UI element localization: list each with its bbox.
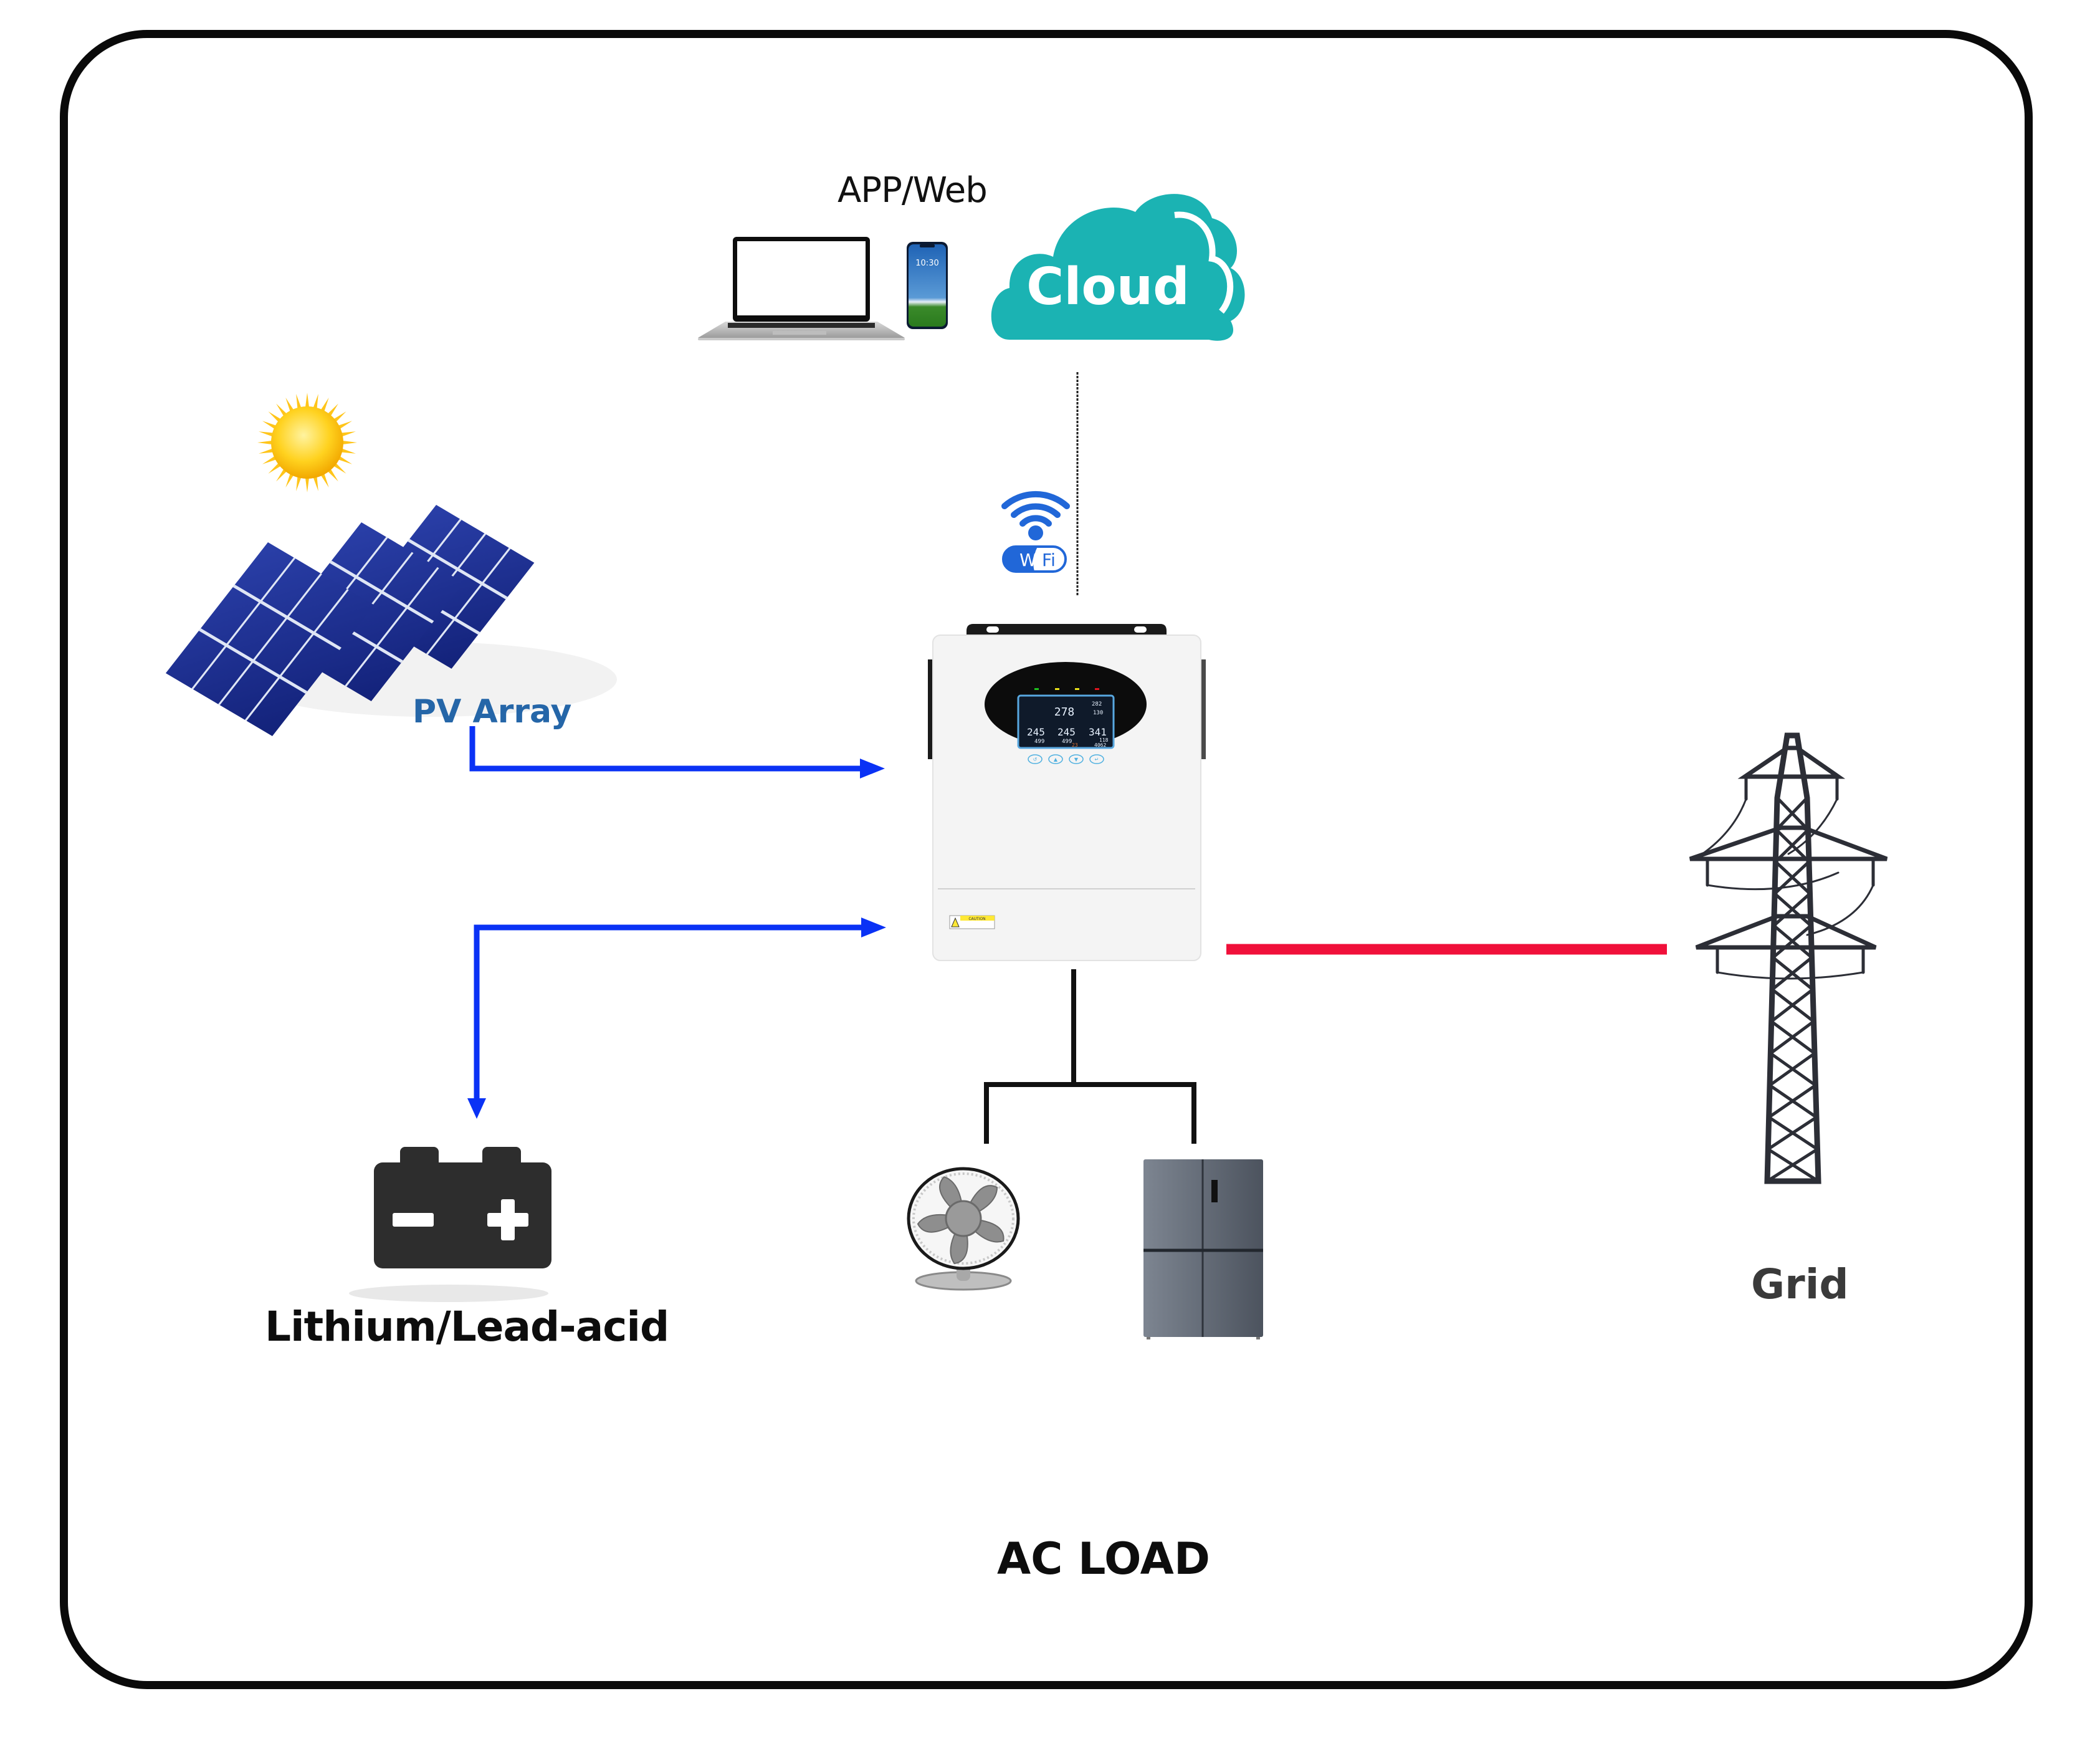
diagram-frame bbox=[60, 30, 2033, 1689]
svg-text:↵: ↵ bbox=[1095, 757, 1099, 762]
sun-icon bbox=[257, 393, 357, 492]
inverter-to-battery-arrow bbox=[467, 917, 886, 1119]
cloud-label: Cloud bbox=[1026, 257, 1190, 317]
lcd-mid-value: 245 bbox=[1057, 726, 1076, 738]
ac-load-label: AC LOAD bbox=[997, 1533, 1210, 1584]
lcd-top-value: 278 bbox=[1054, 706, 1075, 719]
lcd-right-sub-1: 118 bbox=[1099, 737, 1109, 743]
pv-to-inverter-arrow bbox=[469, 726, 885, 778]
lcd-right-sub-2: 4062 bbox=[1094, 742, 1106, 748]
svg-text:▲: ▲ bbox=[1054, 757, 1058, 762]
cloud-icon: Cloud bbox=[991, 194, 1245, 341]
laptop-icon bbox=[698, 237, 905, 340]
inverter-icon: 278 282 130 245 499 245 499 341 118 4062… bbox=[928, 624, 1206, 961]
lcd-right-value: 341 bbox=[1089, 726, 1107, 738]
status-led bbox=[1075, 688, 1079, 690]
solar-panel bbox=[165, 542, 375, 737]
transmission-tower-icon bbox=[1689, 732, 1888, 1184]
lcd-top-right-1: 282 bbox=[1092, 701, 1102, 707]
solar-panel-icon bbox=[165, 505, 617, 737]
battery-label: Lithium/Lead-acid bbox=[265, 1303, 669, 1351]
inverter-down-button[interactable]: ▼ bbox=[1069, 754, 1084, 764]
lcd-bottom-value: 23 bbox=[1072, 742, 1078, 748]
lcd-mid-sub: 499 bbox=[1062, 739, 1072, 745]
svg-text:↺: ↺ bbox=[1033, 757, 1038, 762]
fan-icon bbox=[907, 1167, 1020, 1291]
wifi-label-right: Fi bbox=[1042, 550, 1056, 570]
wifi-icon: Wi Fi bbox=[1001, 491, 1070, 573]
lcd-top-right-2: 130 bbox=[1093, 710, 1103, 716]
ac-load-branch-lines bbox=[984, 969, 1196, 1144]
status-led bbox=[1055, 688, 1059, 690]
caution-label: CAUTION bbox=[968, 917, 985, 921]
pv-array-label: PV Array bbox=[413, 693, 572, 731]
battery-icon bbox=[349, 1147, 551, 1302]
inverter-enter-button[interactable]: ↵ bbox=[1089, 754, 1104, 764]
svg-text:▼: ▼ bbox=[1074, 757, 1079, 762]
status-led bbox=[1034, 688, 1039, 690]
smartphone-icon: 10:30 bbox=[907, 242, 948, 329]
grid-label: Grid bbox=[1751, 1260, 1849, 1308]
monitoring-label: APP/Web bbox=[838, 170, 988, 211]
inverter-up-button[interactable]: ▲ bbox=[1048, 754, 1063, 764]
status-led bbox=[1095, 688, 1099, 690]
lcd-left-value: 245 bbox=[1027, 726, 1045, 738]
inverter-back-button[interactable]: ↺ bbox=[1028, 754, 1043, 764]
phone-time: 10:30 bbox=[915, 259, 938, 268]
lcd-left-sub: 499 bbox=[1034, 739, 1044, 745]
refrigerator-icon bbox=[1143, 1159, 1263, 1339]
wifi-label-left: Wi bbox=[1019, 550, 1041, 570]
